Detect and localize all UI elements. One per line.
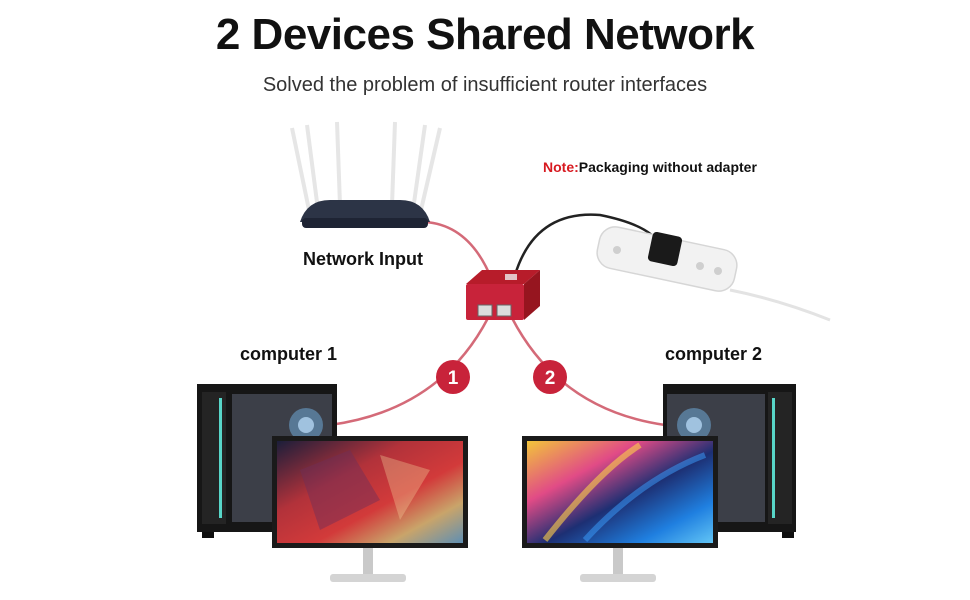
power-strip-icon — [596, 226, 738, 292]
computer1-label: computer 1 — [240, 344, 338, 364]
router-icon — [290, 121, 442, 228]
port-badge-1-text: 1 — [448, 368, 459, 389]
note-text: Packaging without adapter — [578, 159, 757, 175]
page-subtitle: Solved the problem of insufficient route… — [262, 74, 708, 96]
power-cable — [513, 213, 662, 276]
cable-router-to-splitter — [424, 220, 494, 281]
cable-splitter-to-computer2 — [510, 317, 666, 427]
ethernet-splitter-icon — [466, 270, 540, 320]
network-input-label: Network Input — [303, 249, 423, 269]
cable-splitter-to-computer1 — [329, 317, 490, 427]
computer2-label: computer 2 — [665, 344, 763, 364]
page-title: 2 Devices Shared Network — [215, 10, 755, 59]
computer1-monitor-icon — [272, 436, 468, 582]
note-prefix: Note: — [543, 159, 579, 175]
power-strip-cord — [729, 288, 831, 322]
port-badge-2-text: 2 — [545, 368, 556, 389]
adapter-note: Note:Packaging without adapter — [543, 159, 757, 175]
port-badge-2: 2 — [533, 360, 567, 394]
port-badge-1: 1 — [436, 360, 470, 394]
computer2-monitor-icon — [522, 436, 718, 582]
